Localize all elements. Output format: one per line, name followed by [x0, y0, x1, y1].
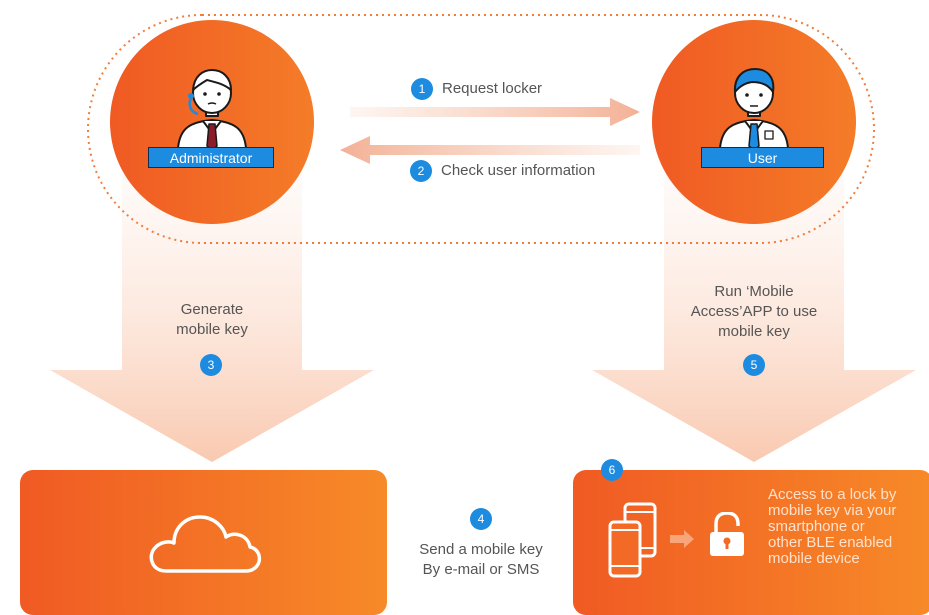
down-arrow-left: [50, 175, 374, 462]
step-5-badge: 5: [743, 354, 765, 376]
step-6-line-4: other BLE enabled: [768, 534, 893, 551]
step-6-label: Access to a lock by mobile key via your …: [768, 487, 928, 567]
cloud-icon: [149, 515, 262, 573]
cloud-box: [20, 470, 387, 615]
step-3-line-2: mobile key: [176, 321, 248, 338]
administrator-label: Administrator: [148, 147, 274, 168]
step-6-badge: 6: [601, 459, 623, 481]
user-avatar-icon: [719, 68, 789, 151]
step-1-badge: 1: [411, 78, 433, 100]
padlock-icon: [710, 512, 744, 556]
step-1-label: Request locker: [442, 80, 543, 97]
step-3-badge: 3: [200, 354, 222, 376]
request-arrow: [350, 98, 640, 126]
step-6-line-5: mobile device: [768, 550, 860, 567]
step-5-line-2: Access’APP to use: [690, 303, 818, 320]
step-5-line-3: mobile key: [718, 323, 790, 340]
administrator-avatar-icon: [177, 69, 247, 151]
step-4-line-1: Send a mobile key: [419, 541, 543, 558]
step-4-badge: 4: [470, 508, 492, 530]
step-5-label: Run ‘Mobile Access’APP to use mobile key: [679, 282, 829, 342]
user-label: User: [701, 147, 824, 168]
dotted-loop: [87, 14, 875, 244]
smartphones-icon: [608, 502, 657, 578]
step-4-label: Send a mobile key By e-mail or SMS: [401, 540, 561, 580]
step-2-badge: 2: [410, 160, 432, 182]
step-4-line-2: By e-mail or SMS: [422, 561, 540, 578]
step-3-line-1: Generate: [180, 301, 244, 318]
check-arrow: [340, 136, 640, 164]
step-6-line-3: smartphone or: [768, 518, 865, 535]
step-6-line-1: Access to a lock by: [768, 486, 897, 503]
step-5-line-1: Run ‘Mobile: [714, 283, 794, 300]
access-box: Access to a lock by mobile key via your …: [573, 470, 929, 615]
step-6-line-2: mobile key via your: [768, 502, 897, 519]
step-2-label: Check user information: [441, 162, 596, 179]
down-arrow-right: [592, 175, 916, 462]
step-3-label: Generate mobile key: [152, 300, 272, 340]
transfer-arrow-icon: [670, 530, 694, 548]
